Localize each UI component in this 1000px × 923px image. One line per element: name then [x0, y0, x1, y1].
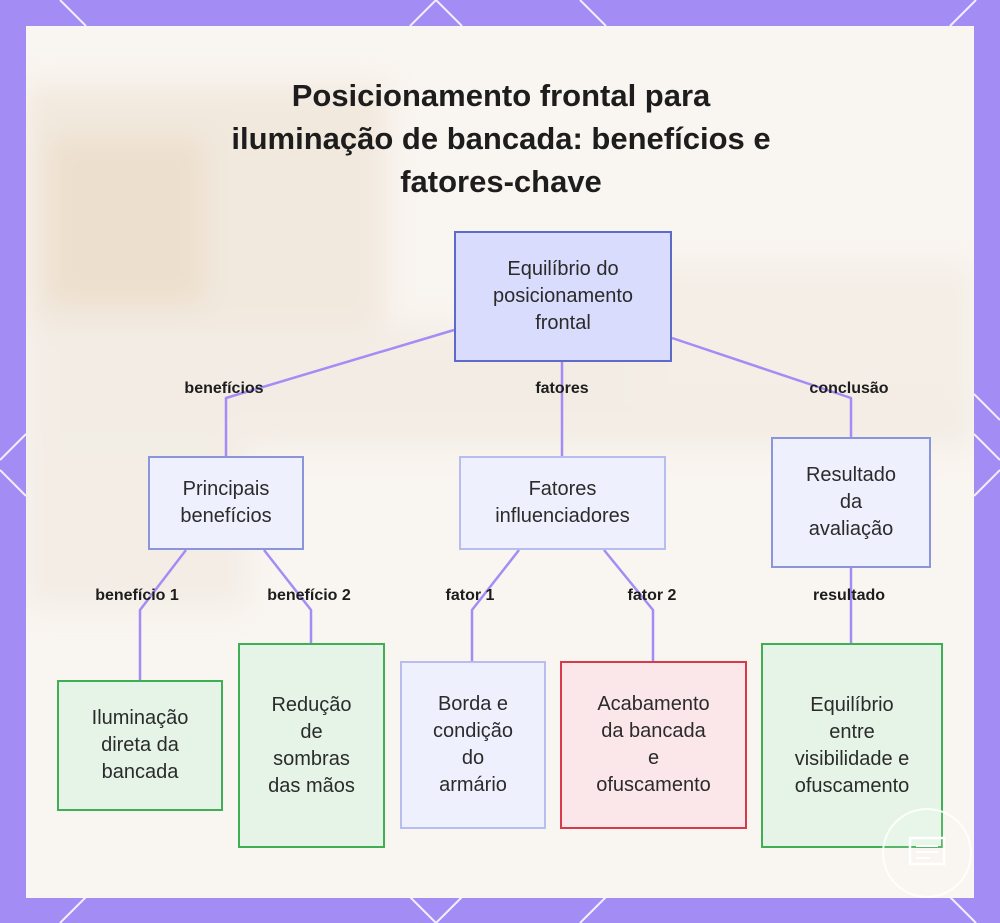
- connector-factor-1: [470, 549, 520, 661]
- leaf-line: ofuscamento: [596, 774, 711, 796]
- benefits-line: Principais: [182, 478, 270, 500]
- root-line: posicionamento: [492, 285, 634, 307]
- leaf-line: Equilíbrio: [810, 693, 894, 716]
- leaf-cabinet-edge: Borda e condição do armário: [400, 661, 546, 829]
- leaf-line: de: [300, 720, 323, 743]
- leaf-line: Borda e: [437, 693, 509, 715]
- leaf-line: sombras: [273, 747, 350, 770]
- edge-label-benefit-1: benefício 1: [95, 587, 179, 604]
- leaf-line: da bancada: [601, 720, 706, 742]
- edge-label-benefits: benefícios: [184, 380, 264, 397]
- edge-label-benefit-2: benefício 2: [267, 587, 351, 604]
- connector-benefit-2: [263, 549, 313, 643]
- connector-benefit-1: [138, 549, 187, 680]
- page-title: Posicionamento frontal para iluminação d…: [176, 74, 826, 203]
- benefits-node: Principais benefícios: [148, 456, 304, 550]
- connector-root-conclusion: [671, 336, 853, 437]
- connector-factor-2: [603, 549, 655, 661]
- leaf-line: armário: [439, 774, 507, 796]
- conclusion-line: Resultado: [805, 464, 897, 486]
- edge-label-factor-1: fator 1: [445, 587, 495, 604]
- leaf-line: bancada: [101, 761, 179, 783]
- edge-label-factor-2: fator 2: [627, 587, 677, 604]
- leaf-line: visibilidade e: [794, 747, 910, 770]
- root-node: Equilíbrio do posicionamento frontal: [454, 231, 672, 362]
- edge-label-conclusion: conclusão: [809, 380, 889, 397]
- benefits-line: benefícios: [180, 505, 272, 527]
- leaf-line: e: [647, 747, 660, 769]
- leaf-line: Acabamento: [597, 693, 710, 715]
- conclusion-line: da: [839, 491, 863, 513]
- leaf-line: condição: [432, 720, 514, 742]
- leaf-finish-glare: Acabamento da bancada e ofuscamento: [560, 661, 747, 829]
- leaf-line: entre: [829, 720, 875, 743]
- leaf-line: das mãos: [268, 774, 355, 797]
- logo-badge-icon: [882, 808, 972, 898]
- leaf-line: do: [461, 747, 485, 769]
- leaf-direct-lighting: Iluminação direta da bancada: [57, 680, 223, 811]
- connector-root-benefits: [224, 328, 455, 456]
- factors-line: influenciadores: [495, 505, 630, 527]
- leaf-shadow-reduction: Redução de sombras das mãos: [238, 643, 385, 848]
- edge-label-factors: fatores: [535, 380, 589, 397]
- leaf-line: ofuscamento: [794, 774, 910, 797]
- factors-line: Fatores: [528, 478, 597, 500]
- leaf-line: direta da: [101, 734, 179, 756]
- root-line: frontal: [535, 312, 591, 334]
- leaf-line: Redução: [271, 693, 352, 716]
- conclusion-line: avaliação: [808, 518, 894, 540]
- conclusion-node: Resultado da avaliação: [771, 437, 931, 568]
- leaf-line: Iluminação: [91, 707, 189, 729]
- title-line: Posicionamento frontal para: [291, 78, 711, 113]
- title-line: iluminação de bancada: benefícios e: [231, 121, 771, 156]
- edge-label-result: resultado: [812, 587, 886, 604]
- factors-node: Fatores influenciadores: [459, 456, 666, 550]
- title-line: fatores-chave: [400, 164, 602, 199]
- root-line: Equilíbrio do: [507, 258, 619, 280]
